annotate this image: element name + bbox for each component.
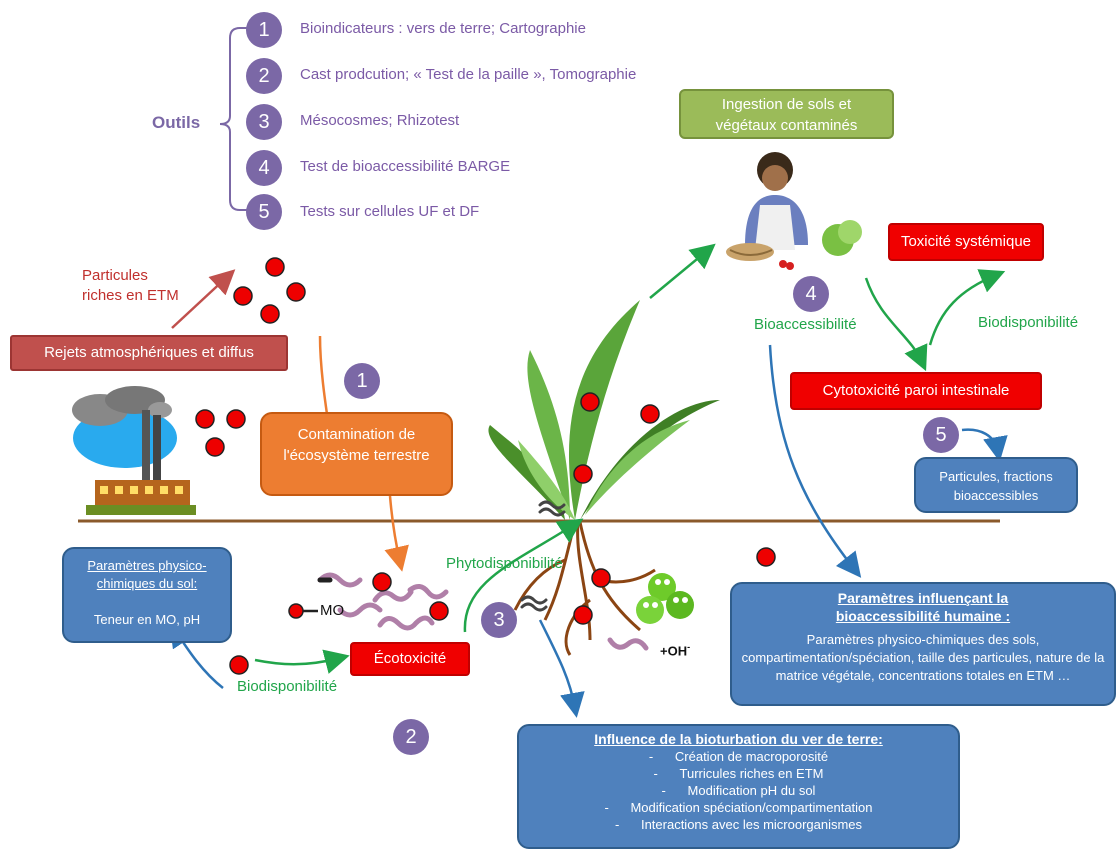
- step-number-4: 4: [793, 276, 829, 312]
- step-number-1: 1: [344, 363, 380, 399]
- arrow-particle-to-ecotox: [254, 649, 350, 674]
- tool-number-1: 1: [246, 12, 282, 48]
- step-number-2: 2: [393, 719, 429, 755]
- arrow-to-soil: [384, 495, 409, 572]
- factory-icon: [72, 386, 196, 515]
- person-cooking-icon: [726, 152, 862, 270]
- arrow-to-particles-fractions: [961, 428, 1008, 462]
- arrow-particles: [171, 269, 236, 329]
- toxicite-systemique-box: Toxicité systémique: [888, 223, 1044, 261]
- mo-label: MO: [320, 602, 345, 619]
- earthworm-icons: [317, 500, 649, 651]
- influencing-params-box: Paramètres influençant la bioaccessibili…: [730, 582, 1116, 706]
- particles-label: Particules riches en ETM: [82, 267, 179, 304]
- arrow-bioturbation: [538, 619, 585, 718]
- tool-text-2: Cast prodcution; « Test de la paille », …: [300, 66, 637, 83]
- ingestion-box: Ingestion de sols et végétaux contaminés: [679, 89, 894, 139]
- oh-label-sup: -: [687, 642, 691, 652]
- biodisponibilite-right-label: Biodisponibilité: [978, 314, 1079, 331]
- tools-label: Outils: [152, 113, 201, 132]
- tool-text-4: Test de bioaccessibilité BARGE: [300, 158, 511, 175]
- arrow-to-cytotox: [864, 277, 928, 372]
- step-number-3: 3: [481, 602, 517, 638]
- phytodisponibilite-label: Phytodisponibilité: [446, 555, 563, 572]
- biodisponibilite-left-label: Biodisponibilité: [237, 678, 338, 695]
- microorganism-icon: [636, 573, 694, 624]
- tool-number-2: 2: [246, 58, 282, 94]
- oh-label: +OH-: [660, 642, 690, 658]
- tool-number-5: 5: [246, 194, 282, 230]
- tools-bracket: [219, 27, 248, 211]
- red-particles: [195, 257, 776, 675]
- bioturbation-item-3: - Modification pH du sol: [661, 783, 816, 798]
- soil-params-title: Paramètres physico-chimiques du sol:: [87, 558, 207, 591]
- influencing-params-title: Paramètres influençant la bioaccessibili…: [835, 590, 1011, 624]
- arrow-to-systemic: [928, 269, 1006, 346]
- oh-label-text: +OH: [660, 643, 688, 659]
- arrow-bioaccess-down: [768, 344, 862, 578]
- tool-number-4: 4: [246, 150, 282, 186]
- tool-text-3: Mésocosmes; Rhizotest: [300, 112, 460, 129]
- arrow-to-ingestion: [649, 243, 716, 299]
- bioturbation-title: Influence de la bioturbation du ver de t…: [594, 731, 883, 747]
- bioaccessibilite-label: Bioaccessibilité: [754, 316, 857, 333]
- bioturbation-item-2: - Turricules riches en ETM: [653, 766, 824, 781]
- cytotoxicite-box: Cytotoxicité paroi intestinale: [790, 372, 1042, 410]
- tool-number-3: 3: [246, 104, 282, 140]
- tool-text-1: Bioindicateurs : vers de terre; Cartogra…: [300, 20, 586, 37]
- tool-text-5: Tests sur cellules UF et DF: [300, 203, 480, 220]
- soil-params-body: Teneur en MO, pH: [93, 612, 201, 627]
- step-number-5: 5: [923, 417, 959, 453]
- bioturbation-item-4: - Modification spéciation/compartimentat…: [604, 800, 873, 815]
- arrow-phytodisp: [463, 518, 584, 633]
- bioturbation-item-5: - Interactions avec les microorganismes: [614, 817, 863, 832]
- bioturbation-item-1: - Création de macroporosité: [648, 749, 829, 764]
- ecotoxicite-box: Écotoxicité: [350, 642, 470, 676]
- influencing-params-body: Paramètres physico-chimiques des sols, c…: [741, 632, 1105, 683]
- soil-params-box: Paramètres physico-chimiques du sol: Ten…: [62, 547, 232, 643]
- bioturbation-box: Influence de la bioturbation du ver de t…: [517, 724, 960, 849]
- contamination-box: Contamination de l'écosystème terrestre: [260, 412, 453, 496]
- particules-fractions-box: Particules, fractions bioaccessibles: [914, 457, 1078, 513]
- rejets-box: Rejets atmosphériques et diffus: [10, 335, 288, 371]
